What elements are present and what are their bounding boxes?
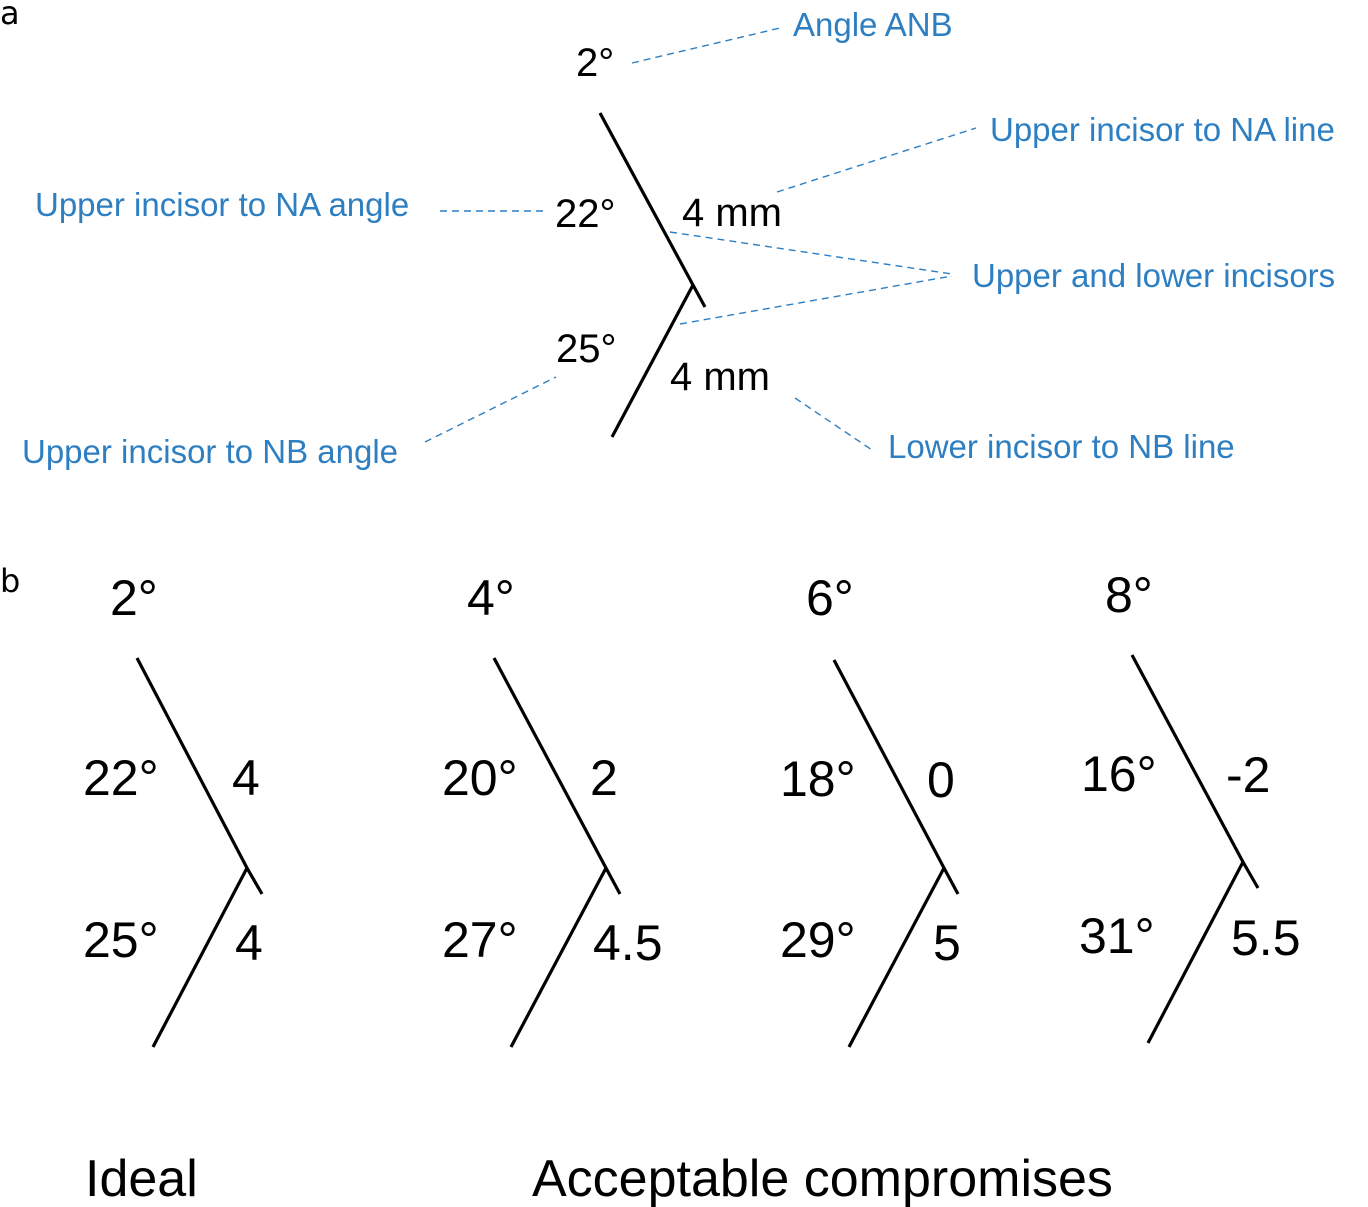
label-lower-incisor-nb-line: Lower incisor to NB line — [888, 428, 1235, 465]
case-4-upper-distance-value: -2 — [1226, 747, 1270, 803]
case-3-anb-value: 6° — [806, 570, 854, 626]
label-upper-incisor-na-line: Upper incisor to NA line — [990, 111, 1335, 148]
leader-lines — [424, 27, 977, 451]
case-1-lower-angle-value: 25° — [83, 912, 159, 968]
case-3-lower-distance-value: 5 — [933, 915, 961, 971]
case-1-upper-angle-value: 22° — [83, 750, 159, 806]
leader-lower-incisors — [679, 275, 953, 325]
panel-b-letter: b — [0, 562, 20, 600]
anb-angle-value: 2° — [576, 41, 614, 85]
panel-b: b 2° 22° 4 25° 4 4° 20° 2 27° 4.5 6° 18° — [0, 562, 1301, 1207]
case-ideal: 2° 22° 4 25° 4 — [83, 570, 264, 1048]
case-1-lower-distance-value: 4 — [235, 915, 263, 971]
label-upper-incisor-nb-angle: Upper incisor to NB angle — [22, 433, 398, 470]
case-4-lower-incisor-line — [1146, 861, 1245, 1044]
label-upper-lower-incisors: Upper and lower incisors — [972, 257, 1335, 294]
case-compromise-2: 6° 18° 0 29° 5 — [780, 570, 961, 1048]
leader-angle-anb — [631, 27, 781, 64]
lower-incisor-nb-distance-value: 4 mm — [670, 355, 770, 399]
ideal-caption: Ideal — [85, 1150, 198, 1207]
case-compromise-1: 4° 20° 2 27° 4.5 — [442, 570, 663, 1048]
case-2-anb-value: 4° — [467, 570, 515, 626]
case-1-lower-incisor-line — [151, 867, 249, 1048]
case-3-upper-distance-value: 0 — [927, 752, 955, 808]
label-angle-anb: Angle ANB — [793, 6, 953, 43]
case-2-lower-distance-value: 4.5 — [593, 915, 663, 971]
acceptable-compromises-caption: Acceptable compromises — [532, 1150, 1113, 1207]
case-4-lower-distance-value: 5.5 — [1231, 910, 1301, 966]
upper-incisor-na-angle-value: 22° — [555, 192, 616, 236]
case-3-lower-angle-value: 29° — [780, 912, 856, 968]
case-2-lower-incisor-line — [509, 867, 608, 1048]
case-2-lower-angle-value: 27° — [442, 912, 518, 968]
case-4-lower-angle-value: 31° — [1079, 908, 1155, 964]
case-2-upper-angle-value: 20° — [442, 750, 518, 806]
lower-incisor-nb-angle-value: 25° — [556, 327, 617, 371]
annotation-labels: Angle ANB Upper incisor to NA line Upper… — [22, 6, 1335, 470]
case-3-lower-incisor-line — [847, 867, 946, 1048]
leader-lower-incisor-nb-line — [794, 397, 873, 451]
case-4-anb-value: 8° — [1105, 567, 1153, 623]
case-compromise-3: 8° 16° -2 31° 5.5 — [1079, 567, 1301, 1044]
leader-upper-incisor-nb-angle — [424, 376, 557, 443]
upper-incisor-na-distance-value: 4 mm — [682, 191, 782, 235]
panel-a-letter: a — [0, 0, 20, 32]
lower-incisor-line — [610, 284, 695, 438]
panel-a: a 2° 22° 4 mm 25° 4 mm Angle ANB Upper i… — [0, 0, 1335, 470]
case-2-upper-distance-value: 2 — [590, 750, 618, 806]
case-1-anb-value: 2° — [110, 570, 158, 626]
case-1-upper-distance-value: 4 — [232, 750, 260, 806]
leader-upper-incisors — [669, 231, 953, 275]
label-upper-incisor-na-angle: Upper incisor to NA angle — [35, 186, 409, 223]
case-4-upper-angle-value: 16° — [1081, 746, 1157, 802]
case-3-upper-angle-value: 18° — [780, 751, 856, 807]
leader-upper-incisor-na-line — [776, 127, 977, 193]
